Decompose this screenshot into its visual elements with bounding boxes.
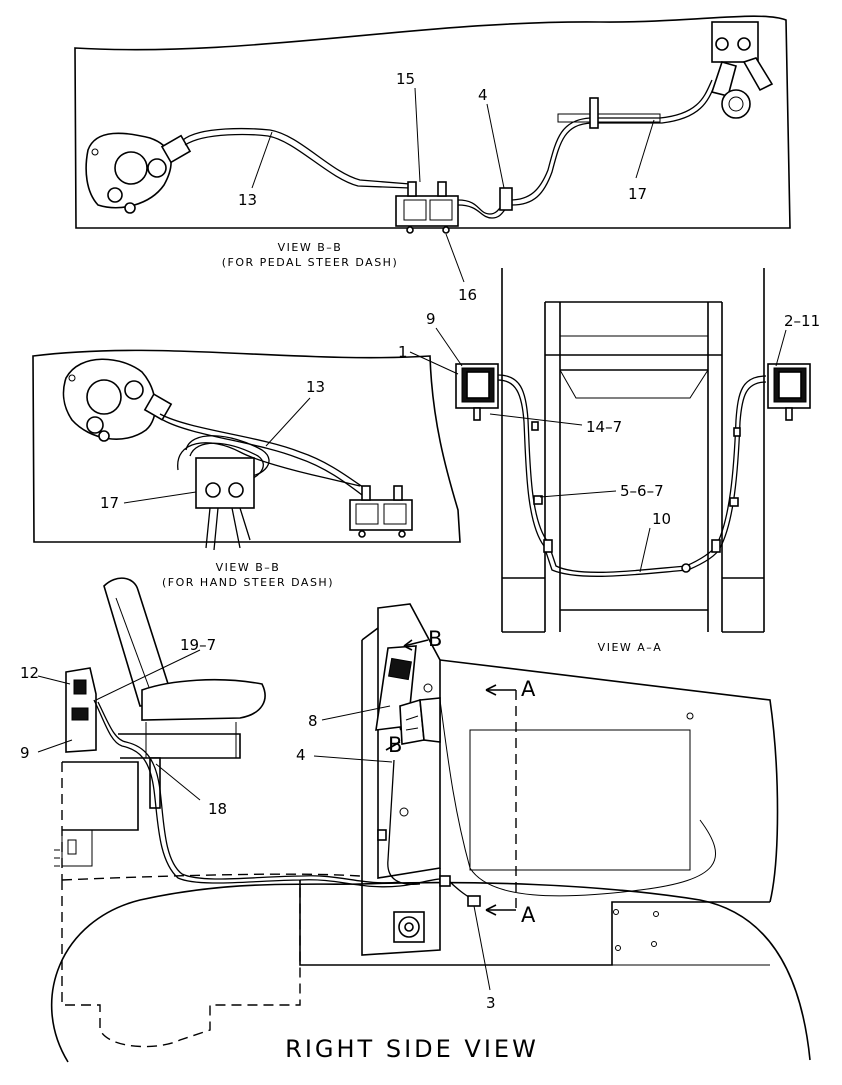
- callout-12: 12: [20, 664, 39, 682]
- callout-16: 16: [458, 286, 477, 304]
- callout-17: 17: [628, 185, 647, 203]
- clip-4: [499, 187, 513, 211]
- callout-13-hand: 13: [306, 378, 325, 396]
- callout-18: 18: [208, 800, 227, 818]
- callout-13: 13: [238, 191, 257, 209]
- switch-cluster-hand: [195, 457, 255, 509]
- callout-10: 10: [652, 510, 671, 528]
- callout-17-hand: 17: [100, 494, 119, 512]
- right-side-view-title: RIGHT SIDE VIEW: [285, 1035, 539, 1063]
- callout-1: 1: [398, 343, 408, 361]
- callout-4: 4: [478, 86, 488, 104]
- callout-14-7: 14–7: [586, 418, 622, 436]
- callout-19-7: 19–7: [180, 636, 216, 654]
- connector-3: [439, 875, 451, 887]
- right-side-view: A A B B 12 19–7 9 18 8 4 3 RIGHT SIDE VI…: [20, 577, 811, 1063]
- view-a-a: 9 1 2–11 14–7 5–6–7 10 VIEW A–A: [398, 268, 820, 654]
- switch-block-15: [395, 195, 459, 227]
- view-hand-steer: 13 17 VIEW B–B (FOR HAND STEER DASH): [32, 349, 461, 589]
- section-marker-b-bottom: B: [388, 733, 402, 757]
- switch-block-hand: [349, 499, 413, 531]
- callout-9-view-a: 9: [426, 310, 436, 328]
- view-a-title: VIEW A–A: [598, 641, 663, 654]
- section-marker-b-top: B: [428, 627, 442, 651]
- callout-9-side: 9: [20, 744, 30, 762]
- section-marker-a-top: A: [521, 677, 536, 701]
- switch-connector: [160, 134, 192, 164]
- callout-4-side: 4: [296, 746, 306, 764]
- view-pedal-title: VIEW B–B: [278, 241, 343, 254]
- callout-15: 15: [396, 70, 415, 88]
- callout-3: 3: [486, 994, 496, 1012]
- view-hand-title: VIEW B–B: [216, 561, 281, 574]
- seat-cushion: [141, 678, 266, 721]
- view-hand-subtitle: (FOR HAND STEER DASH): [162, 576, 334, 589]
- callout-5-6-7: 5–6–7: [620, 482, 664, 500]
- view-pedal-steer: 15 4 13 17 16 VIEW B–B (FOR PEDAL STEER …: [74, 15, 791, 304]
- callout-2-11: 2–11: [784, 312, 820, 330]
- callout-8: 8: [308, 712, 318, 730]
- view-pedal-subtitle: (FOR PEDAL STEER DASH): [222, 256, 399, 269]
- section-marker-a-bottom: A: [521, 903, 536, 927]
